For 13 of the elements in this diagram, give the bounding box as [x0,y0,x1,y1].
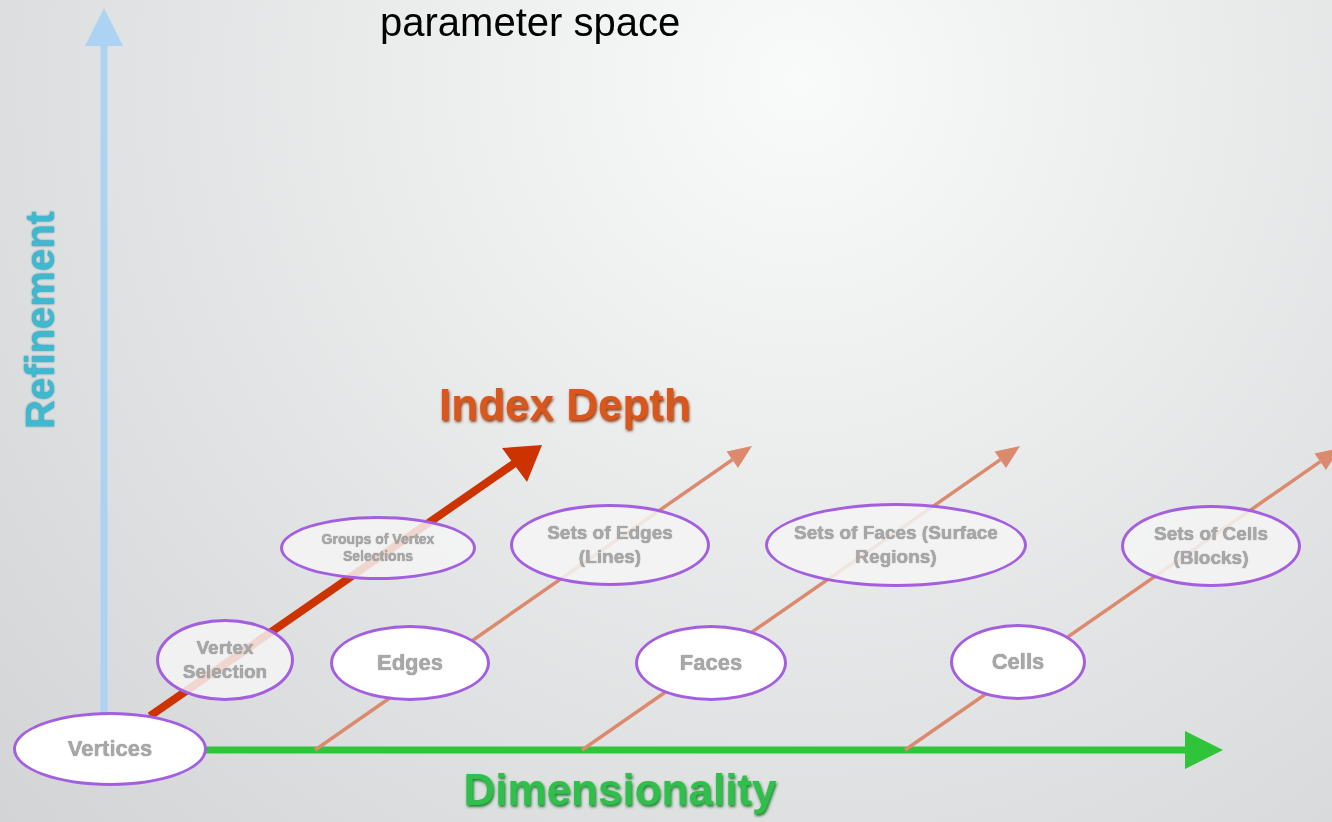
node-label: Vertex Selection [181,636,269,684]
node-label: Sets of Faces (Surface Regions) [793,521,999,569]
axis-label: Dimensionality [463,764,777,816]
axis-label: Refinement [17,211,63,429]
title: parameter space [380,2,681,42]
node-label: Vertices [67,735,153,763]
node-label: Edges [377,649,443,677]
node-label: Faces [679,649,743,677]
node-label: Groups of Vertex Selections [320,530,436,566]
node-label: Cells [991,648,1045,676]
axis-label: Index Depth [439,379,691,431]
node-label: Sets of Edges (Lines) [546,521,674,569]
node-label: Sets of Cells (Blocks) [1152,522,1269,570]
